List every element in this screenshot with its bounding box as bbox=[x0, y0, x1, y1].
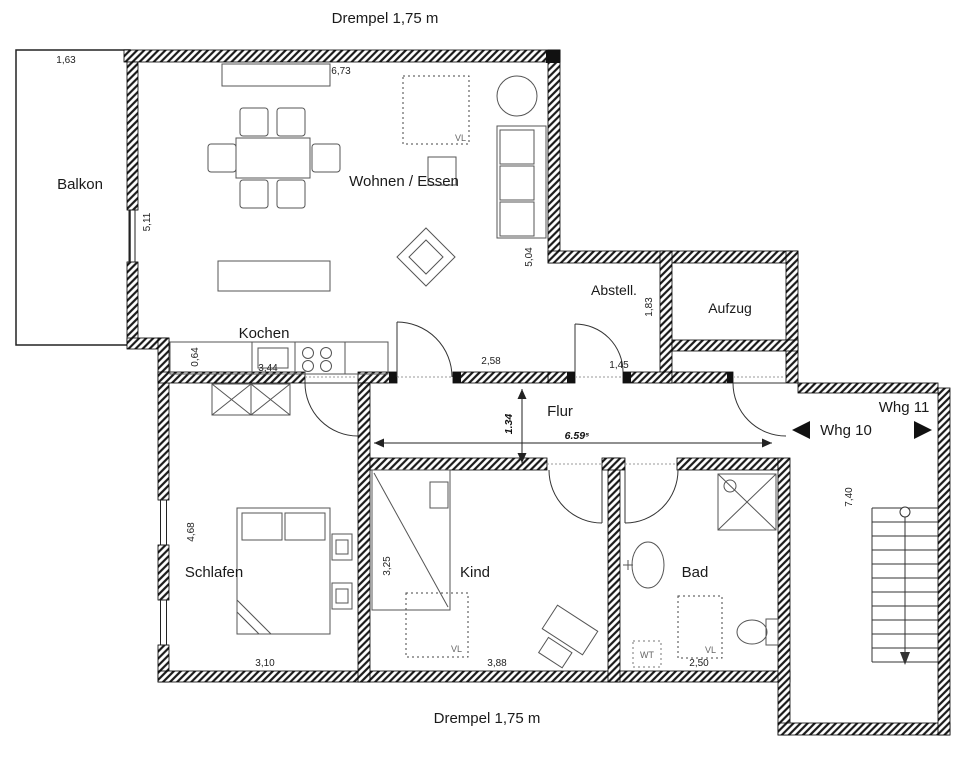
dim-schlafen-h: 4,68 bbox=[186, 522, 197, 542]
windows bbox=[127, 209, 169, 646]
room-label-kind: Kind bbox=[460, 564, 490, 581]
unit-label-whg11: Whg 11 bbox=[879, 399, 930, 416]
unit-arrows bbox=[792, 421, 932, 439]
wt-zone-bad: WT bbox=[632, 640, 662, 668]
wt-label: WT bbox=[640, 650, 654, 660]
vl-zone-living: VL bbox=[402, 75, 470, 145]
dim-kochen-w: 3,44 bbox=[258, 363, 278, 374]
room-label-abstell: Abstell. bbox=[591, 282, 637, 298]
room-label-wohnen: Wohnen / Essen bbox=[349, 173, 459, 190]
room-label-aufzug: Aufzug bbox=[708, 300, 752, 316]
dim-schlafen-w: 3,10 bbox=[255, 658, 275, 669]
furniture-kind bbox=[371, 469, 599, 669]
vl-label-bad: VL bbox=[705, 645, 716, 655]
dim-kind-w: 3,88 bbox=[487, 658, 507, 669]
vl-label-kind: VL bbox=[451, 644, 462, 654]
dim-kochen-d: 0,64 bbox=[190, 347, 201, 367]
dim-bad-w: 2,50 bbox=[689, 658, 709, 669]
dimension-labels: 1,63 6,73 5,11 5,04 2,58 1,83 1,45 0,64 … bbox=[56, 55, 855, 669]
note-drempel-bottom: Drempel 1,75 m bbox=[434, 710, 541, 727]
room-label-bad: Bad bbox=[682, 564, 709, 581]
door-swings bbox=[304, 321, 787, 524]
room-label-balkon: Balkon bbox=[57, 176, 103, 193]
wall-posts bbox=[389, 50, 733, 383]
dim-abstell-h: 1,83 bbox=[644, 297, 655, 317]
dim-flur-h: 1.34 bbox=[503, 414, 515, 435]
dim-flur-seg: 2,58 bbox=[481, 356, 501, 367]
unit-label-whg10: Whg 10 bbox=[820, 422, 872, 439]
furniture-kitchen bbox=[169, 341, 389, 416]
thresholds bbox=[305, 376, 786, 465]
dim-wohnen-h-left: 5,11 bbox=[142, 212, 153, 231]
room-label-kochen: Kochen bbox=[239, 325, 290, 342]
vl-label-living: VL bbox=[455, 133, 466, 143]
furniture-living bbox=[207, 63, 547, 292]
room-label-schlafen: Schlafen bbox=[185, 564, 243, 581]
dim-balkon-w: 1,63 bbox=[56, 55, 76, 66]
dim-kind-bed-l: 3,25 bbox=[382, 556, 393, 576]
dim-abstell-w: 1,45 bbox=[609, 360, 629, 371]
dim-wohnen-w: 6,73 bbox=[331, 66, 351, 77]
whg11-arrow-icon bbox=[914, 421, 932, 439]
furniture-bad bbox=[623, 473, 779, 646]
dim-wohnen-h-right: 5,04 bbox=[524, 247, 535, 267]
room-label-flur: Flur bbox=[547, 403, 573, 420]
whg10-arrow-icon bbox=[792, 421, 810, 439]
vl-zone-bad: VL bbox=[677, 595, 723, 659]
staircase bbox=[871, 506, 938, 665]
dimension-arrows bbox=[374, 389, 772, 463]
balcony-outline bbox=[15, 49, 131, 346]
dim-flur-l: 6.59⁵ bbox=[565, 430, 590, 442]
dim-treppe-h: 7,40 bbox=[844, 487, 855, 507]
vl-zone-kind: VL bbox=[405, 592, 469, 658]
furniture-schlafen bbox=[236, 507, 353, 635]
walls bbox=[123, 49, 951, 736]
room-labels: Balkon Wohnen / Essen Kochen Abstell. Au… bbox=[57, 10, 929, 727]
stairs-down-arrow bbox=[900, 652, 910, 665]
note-drempel-top: Drempel 1,75 m bbox=[332, 10, 439, 27]
